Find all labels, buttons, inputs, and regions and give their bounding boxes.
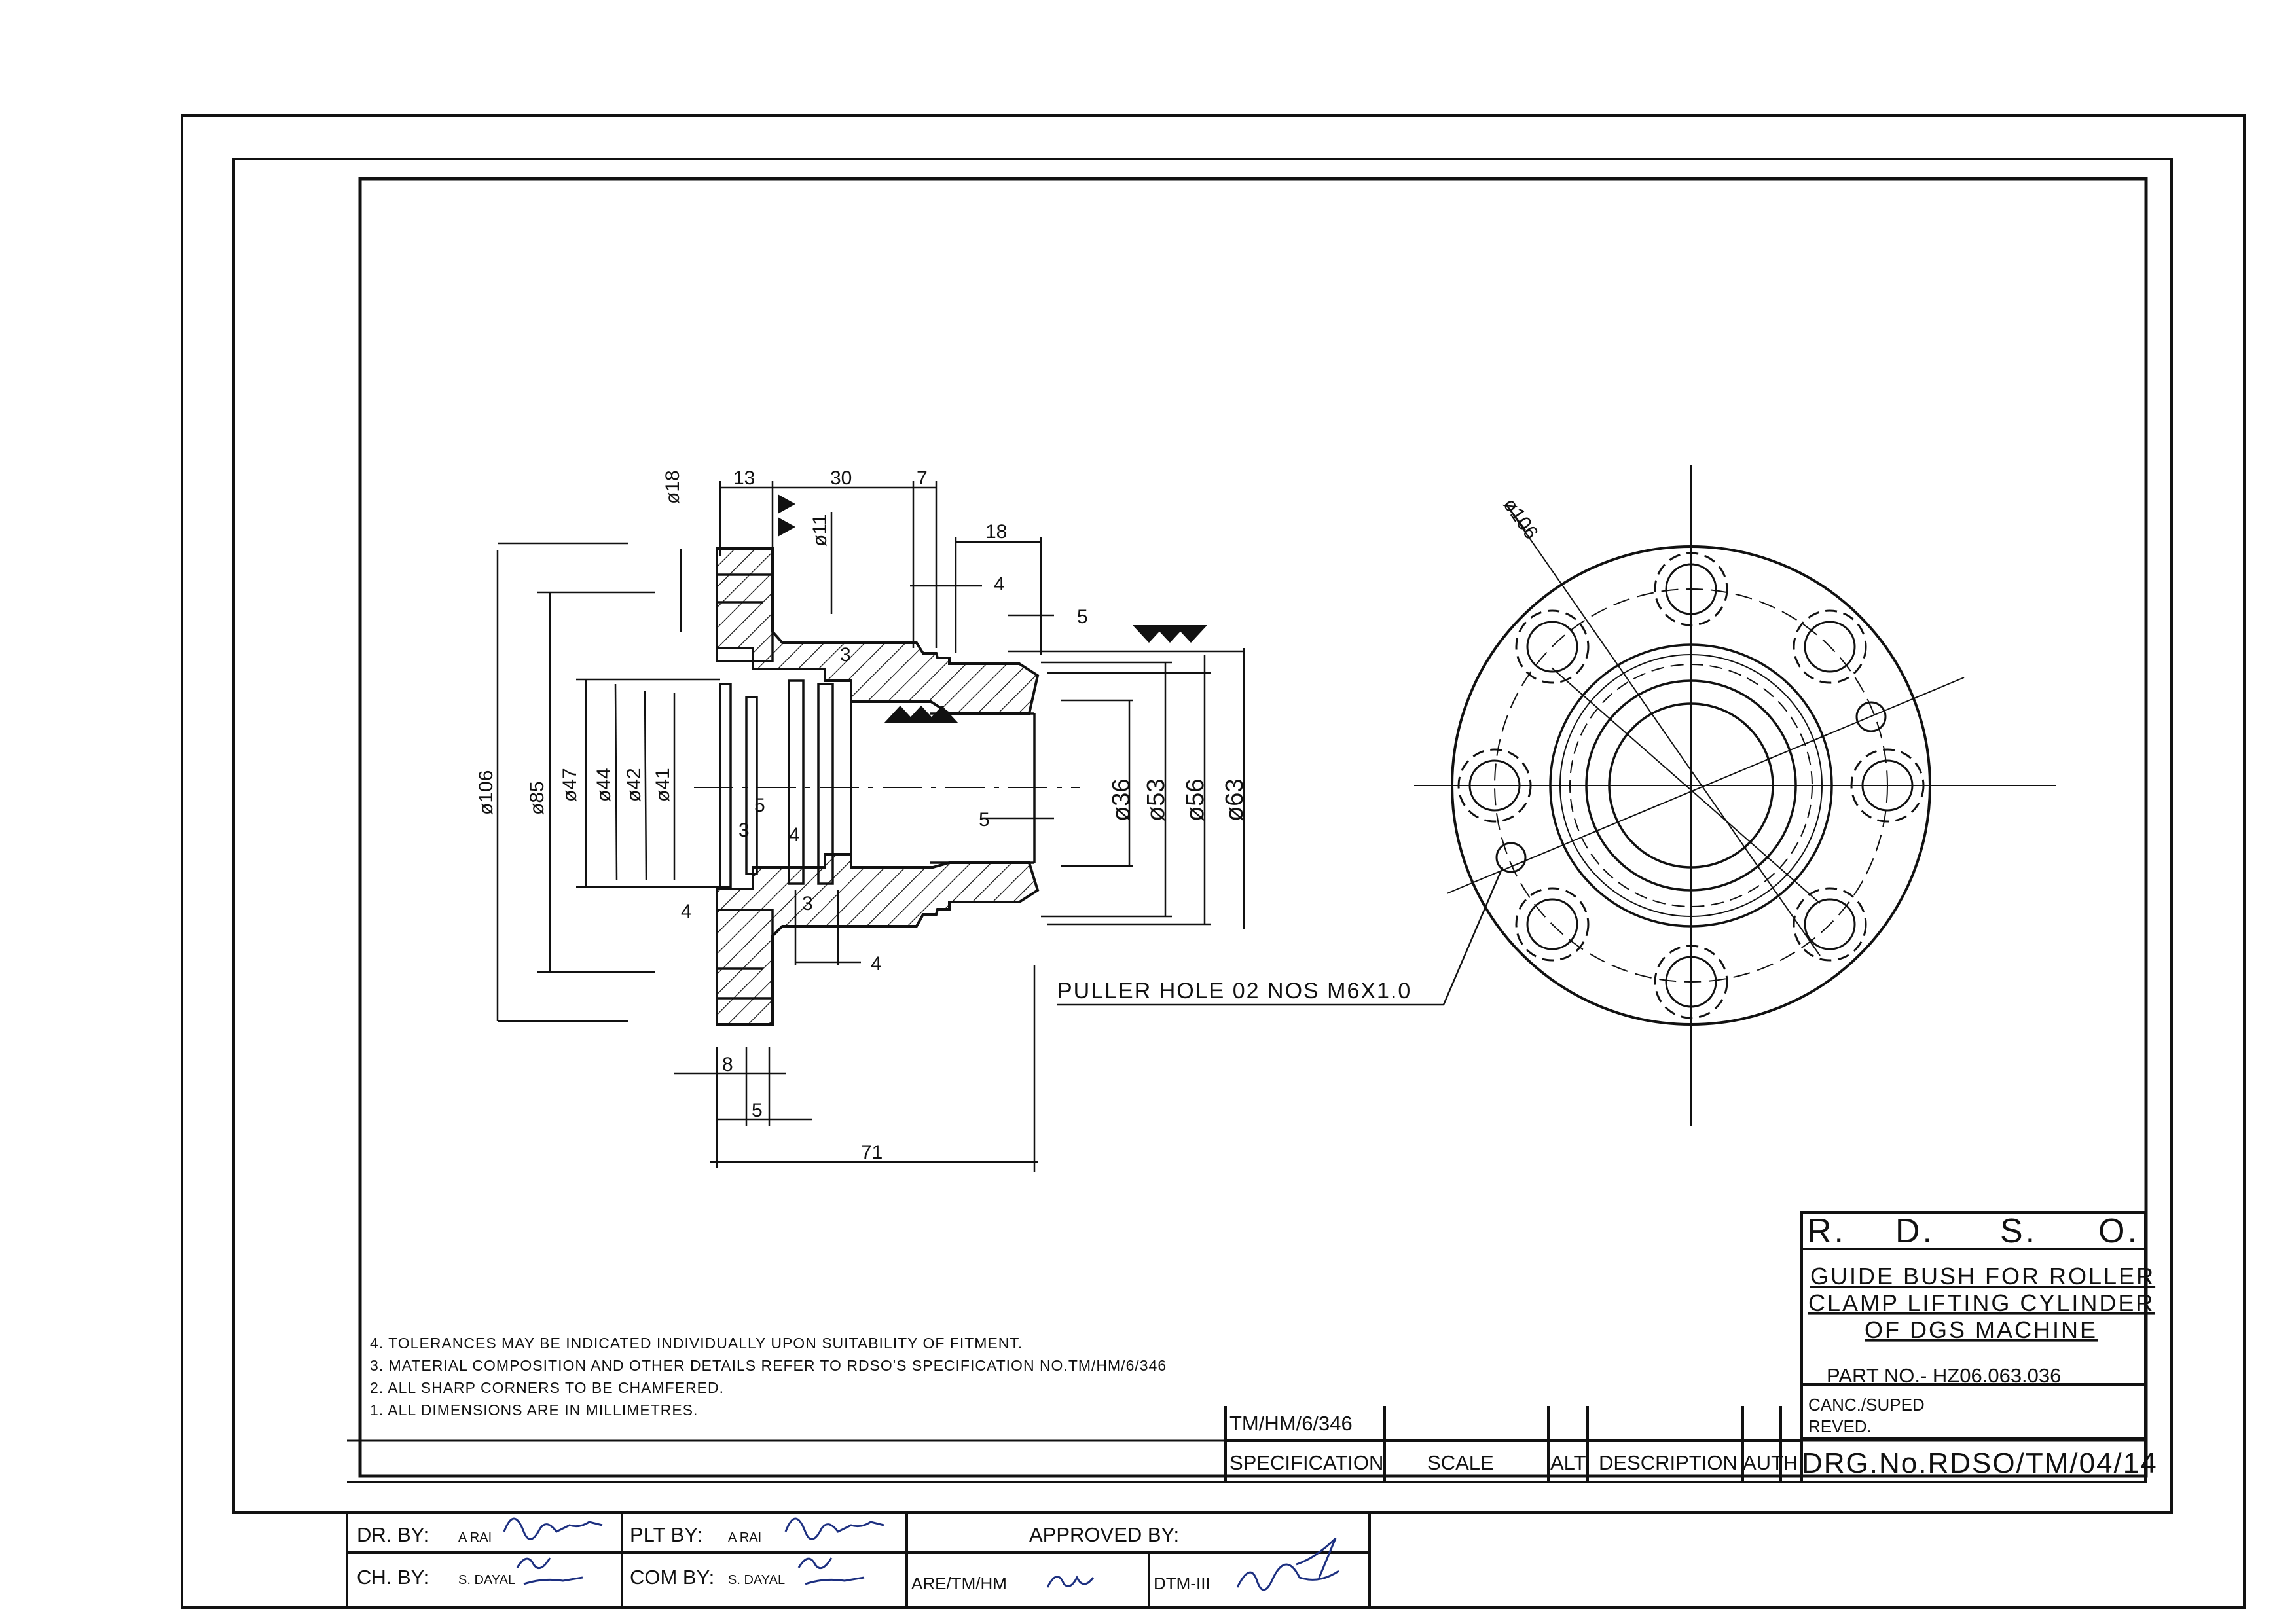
plt-by-label: PLT BY: bbox=[630, 1523, 702, 1546]
dim-71: 71 bbox=[861, 1142, 883, 1163]
dimension-lines bbox=[496, 481, 1245, 1172]
ch-by-name: S. DAYAL bbox=[458, 1573, 515, 1587]
dim-d63: ø63 bbox=[1221, 779, 1248, 821]
front-center-lines bbox=[1414, 465, 2056, 1126]
section-hatch bbox=[716, 547, 1040, 1026]
dim-d44: ø44 bbox=[593, 768, 615, 802]
dtm-label: DTM-III bbox=[1154, 1574, 1211, 1593]
note-2: 2. ALL SHARP CORNERS TO BE CHAMFERED. bbox=[370, 1379, 724, 1396]
title-block bbox=[347, 1211, 2147, 1483]
dim-3c: 3 bbox=[802, 893, 813, 914]
dr-by-name: A RAI bbox=[458, 1530, 492, 1545]
approved-by: APPROVED BY: bbox=[1029, 1523, 1179, 1546]
dim-d18: ø18 bbox=[662, 470, 683, 504]
dim-d41: ø41 bbox=[652, 768, 674, 802]
dim-d36: ø36 bbox=[1108, 779, 1135, 821]
dim-4a: 4 bbox=[994, 573, 1005, 595]
title-line-3: OF DGS MACHINE bbox=[1865, 1316, 2098, 1343]
dim-30: 30 bbox=[830, 467, 852, 489]
signature-block-texts: DR. BY: A RAI CH. BY: S. DAYAL PLT BY: A… bbox=[357, 1523, 1211, 1593]
dim-4b: 4 bbox=[789, 824, 800, 846]
dim-3a: 3 bbox=[840, 644, 851, 666]
surface-finish-symbols bbox=[778, 494, 1207, 723]
plt-by-name: A RAI bbox=[728, 1530, 761, 1545]
notes: 4. TOLERANCES MAY BE INDICATED INDIVIDUA… bbox=[370, 1335, 1167, 1418]
header-specification: SPECIFICATION bbox=[1229, 1451, 1383, 1474]
dim-3b: 3 bbox=[738, 820, 750, 841]
note-4: 4. TOLERANCES MAY BE INDICATED INDIVIDUA… bbox=[370, 1335, 1023, 1352]
title-line-2: CLAMP LIFTING CYLINDER bbox=[1808, 1290, 2155, 1316]
handwritten-signatures bbox=[503, 1517, 1339, 1591]
dim-d85: ø85 bbox=[526, 781, 548, 815]
header-scale: SCALE bbox=[1427, 1451, 1494, 1474]
dim-d42: ø42 bbox=[623, 768, 645, 802]
org-o: O. bbox=[2098, 1212, 2139, 1250]
puller-hole-leader bbox=[1057, 867, 1504, 1006]
ch-by-label: CH. BY: bbox=[357, 1566, 429, 1589]
dim-d106-left: ø106 bbox=[475, 770, 497, 815]
part-no: PART NO.- HZ06.063.036 bbox=[1827, 1364, 2061, 1387]
note-3: 3. MATERIAL COMPOSITION AND OTHER DETAIL… bbox=[370, 1357, 1167, 1374]
dim-d53: ø53 bbox=[1142, 779, 1170, 821]
dim-d47: ø47 bbox=[559, 768, 581, 802]
dim-5a: 5 bbox=[1077, 606, 1088, 628]
org-s: S. bbox=[2000, 1212, 2037, 1250]
dim-4d: 4 bbox=[871, 953, 882, 975]
dim-5c: 5 bbox=[979, 809, 990, 831]
front-view bbox=[1414, 465, 2056, 1126]
signature-block bbox=[346, 1511, 1371, 1609]
title-block-texts: R. D. S. O. GUIDE BUSH FOR ROLLER CLAMP … bbox=[1229, 1212, 2158, 1479]
dim-7: 7 bbox=[917, 467, 928, 489]
dr-by-label: DR. BY: bbox=[357, 1523, 429, 1546]
sectional-view: ø106 ø85 ø47 ø44 ø42 ø41 ø18 ø11 ø36 ø53… bbox=[475, 467, 1504, 1172]
note-1: 1. ALL DIMENSIONS ARE IN MILLIMETRES. bbox=[370, 1401, 698, 1418]
dim-d56: ø56 bbox=[1182, 779, 1209, 821]
dim-5b: 5 bbox=[754, 795, 765, 816]
spec-value: TM/HM/6/346 bbox=[1229, 1412, 1353, 1435]
header-alt: ALT bbox=[1550, 1451, 1586, 1474]
dim-d11: ø11 bbox=[809, 514, 831, 547]
flange-outline bbox=[694, 547, 1080, 1026]
com-by-label: COM BY: bbox=[630, 1566, 714, 1589]
reved: REVED. bbox=[1808, 1416, 1872, 1436]
dim-5d: 5 bbox=[752, 1100, 763, 1121]
dim-18: 18 bbox=[985, 521, 1007, 543]
title-line-1: GUIDE BUSH FOR ROLLER bbox=[1810, 1263, 2155, 1290]
com-by-name: S. DAYAL bbox=[728, 1573, 785, 1587]
dim-d106-right: ø106 bbox=[1499, 494, 1542, 543]
org-d: D. bbox=[1895, 1212, 1935, 1250]
canc-suped: CANC./SUPED bbox=[1808, 1395, 1925, 1415]
dim-8: 8 bbox=[722, 1054, 733, 1075]
org-r: R. bbox=[1807, 1212, 1846, 1250]
puller-hole-label: PULLER HOLE 02 NOS M6X1.0 bbox=[1057, 979, 1411, 1003]
front-diameter-leader bbox=[1505, 503, 1526, 531]
drawing-number: DRG.No.RDSO/TM/04/14 bbox=[1802, 1447, 2158, 1479]
dimension-texts: ø106 ø85 ø47 ø44 ø42 ø41 ø18 ø11 ø36 ø53… bbox=[475, 467, 1248, 1163]
header-description: DESCRIPTION bbox=[1599, 1451, 1738, 1474]
are-label: ARE/TM/HM bbox=[911, 1574, 1007, 1593]
dim-4c: 4 bbox=[681, 901, 692, 922]
dim-13: 13 bbox=[733, 467, 755, 489]
header-auth: AUTH bbox=[1743, 1451, 1798, 1474]
